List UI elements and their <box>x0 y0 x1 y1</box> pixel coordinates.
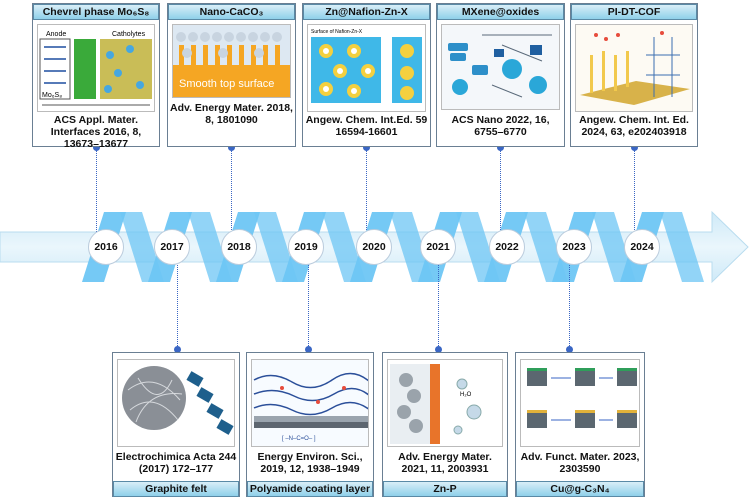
connector-dot <box>631 144 638 151</box>
timeline-ribbon-band <box>456 212 500 282</box>
polyamide-illustration: [ –N–C=O– ] <box>251 359 369 447</box>
connector-top-2024 <box>634 147 635 232</box>
connector-dot <box>93 144 100 151</box>
connector-top-2018 <box>231 147 232 232</box>
card-title: Zn-P <box>383 481 507 497</box>
connector-dot <box>174 346 181 353</box>
card-reference: Energy Environ. Sci., 2019, 12, 1938–194… <box>257 451 363 475</box>
connector-dot <box>363 144 370 151</box>
card-title: Chevrel phase Mo₆S₈ <box>33 4 159 20</box>
connector-top-2016 <box>96 147 97 232</box>
connector-top-2020 <box>366 147 367 232</box>
card-reference: Angew. Chem. Int.Ed. 59 16594-16601 <box>305 114 428 138</box>
label-nafion-surface: Surface of Nafion-Zn-X <box>311 29 363 35</box>
card-reference: ACS Appl. Mater. Interfaces 2016, 8, 136… <box>50 114 142 150</box>
year-2020: 2020 <box>356 229 392 265</box>
connector-dot <box>566 346 573 353</box>
year-2019: 2019 <box>288 229 324 265</box>
label-catholytes: Catholytes <box>112 31 146 38</box>
card-title: Zn@Nafion-Zn-X <box>303 4 430 20</box>
card-reference: ACS Nano 2022, 16, 6755–6770 <box>451 114 550 138</box>
zn-p-illustration: H₂O <box>387 359 503 447</box>
card-pi-dt-cof: PI-DT-COF Angew. Chem. Int. Ed. 2024, 63… <box>570 3 698 147</box>
card-zn-p: H₂O Adv. Energy Mater. 2021, 11, 2003931… <box>382 352 508 497</box>
connector-top-2022 <box>500 147 501 232</box>
card-reference: Angew. Chem. Int. Ed. 2024, 63, e2024039… <box>579 114 689 138</box>
timeline-ribbon-band <box>660 212 704 282</box>
label-mo6s8: Mo₆S₈ <box>42 92 62 99</box>
card-graphite-felt: Electrochimica Acta 244 (2017) 172–177 G… <box>112 352 240 497</box>
connector-dot <box>305 346 312 353</box>
card-title: Graphite felt <box>113 481 239 497</box>
year-2017: 2017 <box>154 229 190 265</box>
label-smooth-top-surface: Smooth top surface <box>179 78 274 90</box>
connector-bottom-2017 <box>177 262 178 350</box>
nafion-structure-illustration: Surface of Nafion-Zn-X <box>307 24 426 112</box>
timeline-ribbon-band <box>254 212 298 282</box>
card-cu-gc3n4: Adv. Funct. Mater. 2023, 2303590 Cu@g-C₃… <box>515 352 645 497</box>
card-reference: Adv. Funct. Mater. 2023, 2303590 <box>520 451 640 475</box>
cof-illustration <box>575 24 693 112</box>
connector-bottom-2019 <box>308 262 309 350</box>
year-2021: 2021 <box>420 229 456 265</box>
timeline-ribbon-band <box>120 212 164 282</box>
timeline-ribbon-band <box>524 212 568 282</box>
label-anode: Anode <box>46 31 66 38</box>
connector-dot <box>228 144 235 151</box>
connector-bottom-2021 <box>438 262 439 350</box>
card-reference: Adv. Energy Mater. 2018, 8, 1801090 <box>170 102 293 126</box>
card-nano-caco3: Nano-CaCO₃ Smooth top surface Adv. Energ… <box>167 3 296 147</box>
svg-text:[ –N–C=O– ]: [ –N–C=O– ] <box>282 436 316 442</box>
year-2024: 2024 <box>624 229 660 265</box>
year-2018: 2018 <box>221 229 257 265</box>
connector-dot <box>497 144 504 151</box>
graphite-felt-image <box>117 359 235 447</box>
svg-text:H₂O: H₂O <box>460 392 472 398</box>
card-title: MXene@oxides <box>437 4 564 20</box>
card-zn-nafion: Zn@Nafion-Zn-X Surface of Nafion-Zn-X An… <box>302 3 431 147</box>
card-title: Cu@g-C₃N₄ <box>516 481 644 497</box>
connector-bottom-2023 <box>569 262 570 350</box>
timeline-ribbon-band <box>390 212 434 282</box>
caco3-surface-illustration: Smooth top surface <box>172 24 291 98</box>
timeline-ribbon-band <box>322 212 366 282</box>
chevrel-battery-schematic: Anode Catholytes Mo₆S₈ <box>37 24 155 112</box>
connector-dot <box>435 346 442 353</box>
cu-gc3n4-illustration <box>520 359 640 447</box>
year-2022: 2022 <box>489 229 525 265</box>
card-reference: Adv. Energy Mater. 2021, 11, 2003931 <box>398 451 492 475</box>
card-title: Polyamide coating layer <box>247 481 373 497</box>
card-chevrel-phase: Chevrel phase Mo₆S₈ Anode Catholytes Mo₆… <box>32 3 160 150</box>
timeline-ribbon-band <box>188 212 232 282</box>
year-2016: 2016 <box>88 229 124 265</box>
card-title: Nano-CaCO₃ <box>168 4 295 20</box>
year-2023: 2023 <box>556 229 592 265</box>
card-reference: Electrochimica Acta 244 (2017) 172–177 <box>115 451 237 475</box>
card-title: PI-DT-COF <box>571 4 697 20</box>
card-mxene-oxides: MXene@oxides ACS Nano 2022, 16, 6755–677… <box>436 3 565 147</box>
mxene-illustration <box>441 24 560 110</box>
card-polyamide-coating: [ –N–C=O– ] Energy Environ. Sci., 2019, … <box>246 352 374 497</box>
timeline-ribbon-band <box>592 212 636 282</box>
